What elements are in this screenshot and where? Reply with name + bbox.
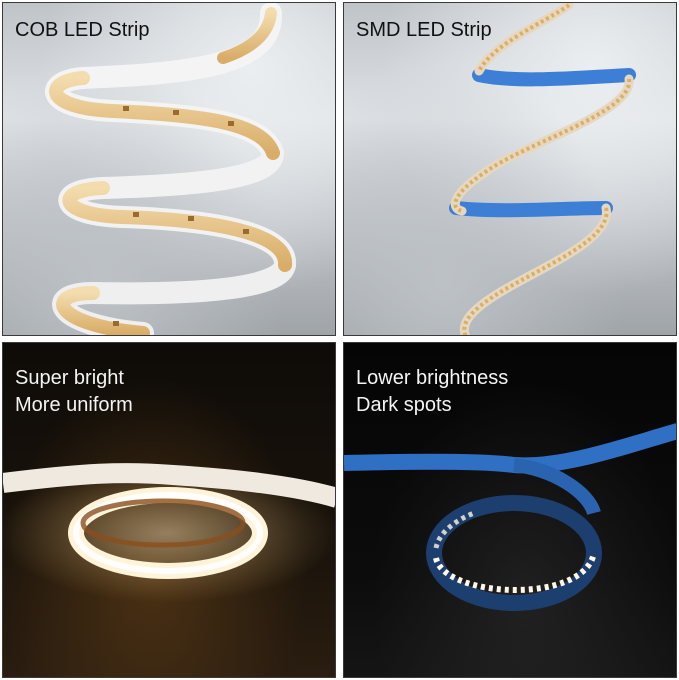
panel-caption-line2: Dark spots: [356, 394, 452, 416]
panel-caption-line1: Super bright: [15, 367, 124, 389]
panel-cob-led-strip: COB LED Strip: [2, 2, 336, 336]
cob-strip-illustration: [45, 3, 296, 335]
panel-smd-lit: Lower brightness Dark spots: [343, 342, 677, 678]
smd-strip-illustration: [449, 3, 636, 335]
panel-title: SMD LED Strip: [356, 19, 492, 41]
panel-caption-line2: More uniform: [15, 394, 133, 416]
panel-cob-lit: Super bright More uniform: [2, 342, 336, 678]
panel-caption-line1: Lower brightness: [356, 367, 509, 389]
smd-glow-illustration: [344, 423, 676, 611]
cob-glow-illustration: [3, 463, 335, 603]
panel-smd-led-strip: SMD LED Strip: [343, 2, 677, 336]
panel-title: COB LED Strip: [15, 19, 150, 41]
